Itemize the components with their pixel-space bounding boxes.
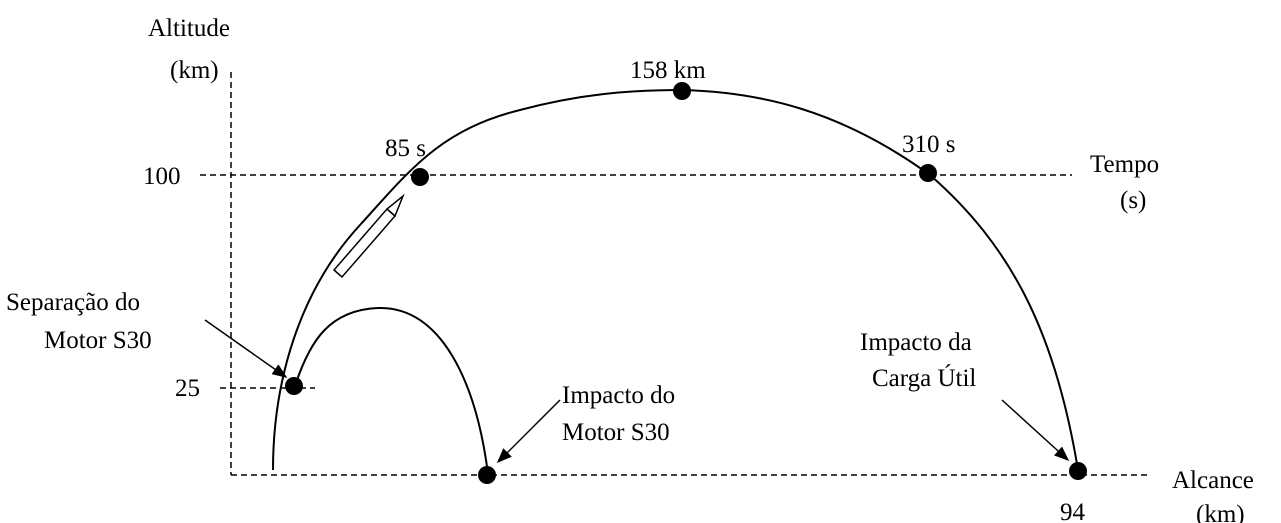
rocket-icon bbox=[332, 193, 405, 279]
x-axis-title-line1: Alcance bbox=[1172, 467, 1254, 494]
separation-point bbox=[285, 377, 303, 395]
payload-impact-label-line2: Carga Útil bbox=[872, 364, 976, 392]
motor-trajectory bbox=[294, 306, 489, 475]
separation-label-line2: Motor S30 bbox=[44, 327, 152, 354]
time-title-line2: (s) bbox=[1120, 187, 1146, 214]
time-title-line1: Tempo bbox=[1090, 151, 1159, 178]
payload-impact-point bbox=[1069, 462, 1087, 480]
y-tick-25: 25 bbox=[175, 375, 200, 402]
payload-impact-arrow bbox=[1001, 399, 1070, 462]
t85-label: 85 s bbox=[385, 135, 426, 162]
x-tick-94: 94 bbox=[1060, 499, 1086, 523]
y-axis-title-line2: (km) bbox=[170, 57, 219, 84]
y-tick-100: 100 bbox=[143, 163, 181, 190]
separation-arrow bbox=[204, 319, 288, 378]
x-axis-title-line2: (km) bbox=[1196, 501, 1245, 523]
payload-impact-label-line1: Impacto da bbox=[860, 329, 972, 356]
apogee-point bbox=[673, 82, 691, 100]
t85-point bbox=[411, 168, 429, 186]
motor-impact-label-line1: Impacto do bbox=[562, 382, 675, 409]
apogee-label: 158 km bbox=[630, 57, 706, 84]
t310-label: 310 s bbox=[902, 131, 955, 158]
t310-point bbox=[919, 164, 937, 182]
motor-impact-arrow bbox=[496, 399, 561, 464]
payload-trajectory bbox=[272, 88, 1079, 471]
motor-impact-point bbox=[478, 466, 496, 484]
separation-label-line1: Separação do bbox=[6, 289, 140, 316]
motor-impact-label-line2: Motor S30 bbox=[562, 419, 670, 446]
y-axis-title-line1: Altitude bbox=[148, 15, 230, 42]
